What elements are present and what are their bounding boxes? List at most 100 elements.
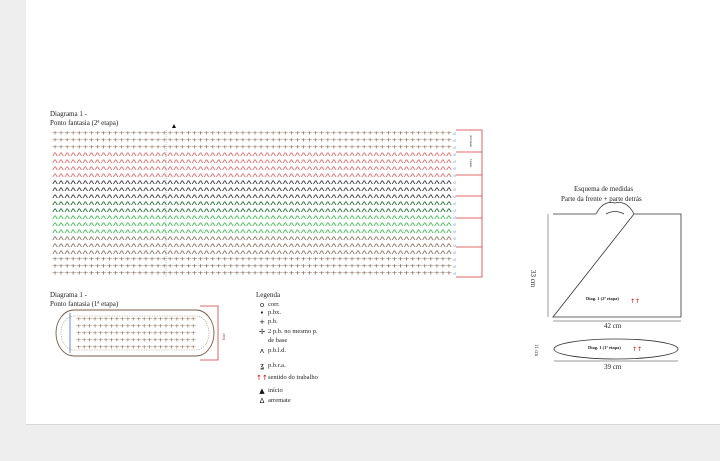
stitch-row: ++++++++++++++++++++++++++++++++++++++++… (52, 262, 452, 270)
slip-stitch-icon: • (259, 309, 265, 317)
legend-item: ✢2 p.b. no mesmo p. (256, 328, 318, 336)
row-marker: ↺ (453, 139, 456, 143)
row-marker: ↺ (453, 265, 456, 269)
row-marker: ↺ (453, 181, 456, 185)
legend-title: Legenda (256, 291, 281, 299)
stitch-row: ʌʌʌʌʌʌʌʌʌʌʌʌʌʌʌʌʌʌʌʌʌʌʌʌʌʌʌʌʌʌʌʌʌʌʌʌʌʌʌʌ… (52, 234, 452, 242)
section-bracket (456, 129, 483, 278)
stitch-row: ++++++++++++++++++++++++++++++++++++++++… (52, 143, 452, 151)
base-schematic (553, 338, 679, 362)
stitch-row: ʌʌʌʌʌʌʌʌʌʌʌʌʌʌʌʌʌʌʌʌʌʌʌʌʌʌʌʌʌʌʌʌʌʌʌʌʌʌʌʌ… (52, 206, 452, 214)
stitch-row: ++++++++++++++++++++++ (76, 344, 197, 351)
svg-text:↑↑: ↑↑ (632, 346, 642, 353)
row-marker: ↺ (453, 160, 456, 164)
row-marker: ↺ (453, 223, 456, 227)
legend-label: 2 p.b. no mesmo p. (268, 328, 318, 335)
legend-label: p.b. (268, 318, 278, 325)
row-marker: ↺ (453, 146, 456, 150)
stitch-chart-top: ++++++++++++++++++++++++++++++++++++++++… (52, 129, 456, 277)
base-bracket (200, 305, 219, 361)
legend-label: de base (268, 337, 288, 344)
diag-lower-label: Diag. 1 (1ª etapa) (588, 345, 621, 350)
section-label: Arremate (469, 135, 473, 148)
stitch-row: ++++++++++++++++++++++ (76, 316, 197, 323)
start-marker-icon: ▲ (259, 387, 265, 395)
stitch-chart-bottom: ++++++++++++++++++++++++++++++++++++++++… (55, 309, 215, 357)
height-measurement: 33 cm (529, 270, 537, 288)
finish-marker-icon: Δ (259, 397, 265, 405)
row-marker: ↺ (453, 153, 456, 157)
two-single-crochet-icon: ✢ (259, 328, 265, 336)
row-marker: ↺ (453, 230, 456, 234)
schematic-title: Esquema de medidas (574, 185, 634, 193)
diagram1-top-title: Diagrama 1 - (50, 110, 87, 118)
stitch-row: ʌʌʌʌʌʌʌʌʌʌʌʌʌʌʌʌʌʌʌʌʌʌʌʌʌʌʌʌʌʌʌʌʌʌʌʌʌʌʌʌ… (52, 171, 452, 179)
start-marker-icon (172, 124, 176, 128)
stitch-row: ++++++++++++++++++++++ (76, 337, 197, 344)
diagram1-bottom-subtitle: Ponto fantasia (1ª etapa) (50, 300, 119, 308)
bag-schematic (547, 202, 682, 322)
width-measurement: 42 cm (604, 322, 622, 330)
stitch-row: ʌʌʌʌʌʌʌʌʌʌʌʌʌʌʌʌʌʌʌʌʌʌʌʌʌʌʌʌʌʌʌʌʌʌʌʌʌʌʌʌ… (52, 241, 452, 249)
row-marker: ↺ (453, 132, 456, 136)
row-marker: ↺ (453, 174, 456, 178)
row-marker: ↺ (453, 251, 456, 255)
chain-stitch-icon: o (259, 301, 265, 309)
row-marker: ↺ (453, 237, 456, 241)
stitch-row: ʌʌʌʌʌʌʌʌʌʌʌʌʌʌʌʌʌʌʌʌʌʌʌʌʌʌʌʌʌʌʌʌʌʌʌʌʌʌʌʌ… (52, 178, 452, 186)
diag-upper-label: Diag. 1 (2ª etapa) (586, 296, 619, 301)
direction-arrows-icon: ↑↑ (256, 374, 268, 382)
stitch-row: ++++++++++++++++++++++++++++++++++++++++… (52, 136, 452, 144)
row-marker: ↺ (453, 244, 456, 248)
section-label: Listras (469, 159, 473, 168)
row-marker: ↺ (453, 202, 456, 206)
legend-label: corr. (268, 301, 280, 308)
row-marker: ↺ (453, 216, 456, 220)
row-marker: ↺ (453, 195, 456, 199)
stitch-row: ʌʌʌʌʌʌʌʌʌʌʌʌʌʌʌʌʌʌʌʌʌʌʌʌʌʌʌʌʌʌʌʌʌʌʌʌʌʌʌʌ… (52, 157, 452, 165)
base-width-measurement: 39 cm (604, 363, 622, 371)
legend-label: arremate (268, 397, 291, 404)
schematic-subtitle: Parte da frente + parte detrás (561, 195, 642, 203)
legend-label: p.b.l.d. (268, 347, 287, 354)
legend-item: ↑↑sentido do trabalho (256, 374, 318, 382)
single-crochet-icon: + (259, 318, 265, 326)
legend-item: +p.b. (256, 318, 278, 326)
stitch-row: ʌʌʌʌʌʌʌʌʌʌʌʌʌʌʌʌʌʌʌʌʌʌʌʌʌʌʌʌʌʌʌʌʌʌʌʌʌʌʌʌ… (52, 248, 452, 256)
document-page (26, 0, 720, 425)
stitch-row: ++++++++++++++++++++++++++++++++++++++++… (52, 255, 452, 263)
stitch-row: ʌʌʌʌʌʌʌʌʌʌʌʌʌʌʌʌʌʌʌʌʌʌʌʌʌʌʌʌʌʌʌʌʌʌʌʌʌʌʌʌ… (52, 220, 452, 228)
row-marker: ↺ (453, 188, 456, 192)
stitch-row: ʌʌʌʌʌʌʌʌʌʌʌʌʌʌʌʌʌʌʌʌʌʌʌʌʌʌʌʌʌʌʌʌʌʌʌʌʌʌʌʌ… (52, 185, 452, 193)
legend-item: ▲início (256, 387, 283, 395)
svg-text:↑↑: ↑↑ (630, 298, 640, 305)
stitch-row: ++++++++++++++++++++++++++++++++++++++++… (52, 269, 452, 277)
row-marker: ↺ (453, 258, 456, 262)
direction-arrows-icon: ↑↑ ↑↑ (630, 298, 642, 353)
legend-label: p.bx. (268, 309, 281, 316)
diagram1-top-subtitle: Ponto fantasia (2ª etapa) (50, 119, 119, 127)
stitch-row: ++++++++++++++++++++++ (76, 330, 197, 337)
back-loop-icon: ʌ (259, 347, 265, 355)
stitch-row: ʌʌʌʌʌʌʌʌʌʌʌʌʌʌʌʌʌʌʌʌʌʌʌʌʌʌʌʌʌʌʌʌʌʌʌʌʌʌʌʌ… (52, 192, 452, 200)
legend-label: sentido do trabalho (268, 374, 318, 381)
diagram1-bottom-title: Diagrama 1 - (50, 291, 87, 299)
legend-label: p.b.r.a. (268, 362, 286, 369)
stitch-row: ++++++++++++++++++++++++++++++++++++++++… (52, 129, 452, 137)
row-marker: ↺ (453, 272, 456, 276)
legend-item: •p.bx. (256, 309, 281, 317)
stitch-row: ʌʌʌʌʌʌʌʌʌʌʌʌʌʌʌʌʌʌʌʌʌʌʌʌʌʌʌʌʌʌʌʌʌʌʌʌʌʌʌʌ… (52, 164, 452, 172)
base-label: base (221, 332, 226, 340)
front-post-icon: ʓ (259, 362, 265, 370)
row-marker: ↺ (453, 209, 456, 213)
stitch-row: ++++++++++++++++++++++ (76, 323, 197, 330)
stitch-row: ʌʌʌʌʌʌʌʌʌʌʌʌʌʌʌʌʌʌʌʌʌʌʌʌʌʌʌʌʌʌʌʌʌʌʌʌʌʌʌʌ… (52, 199, 452, 207)
row-marker: ↺ (453, 167, 456, 171)
base-height-measurement: 11 cm (533, 344, 538, 357)
